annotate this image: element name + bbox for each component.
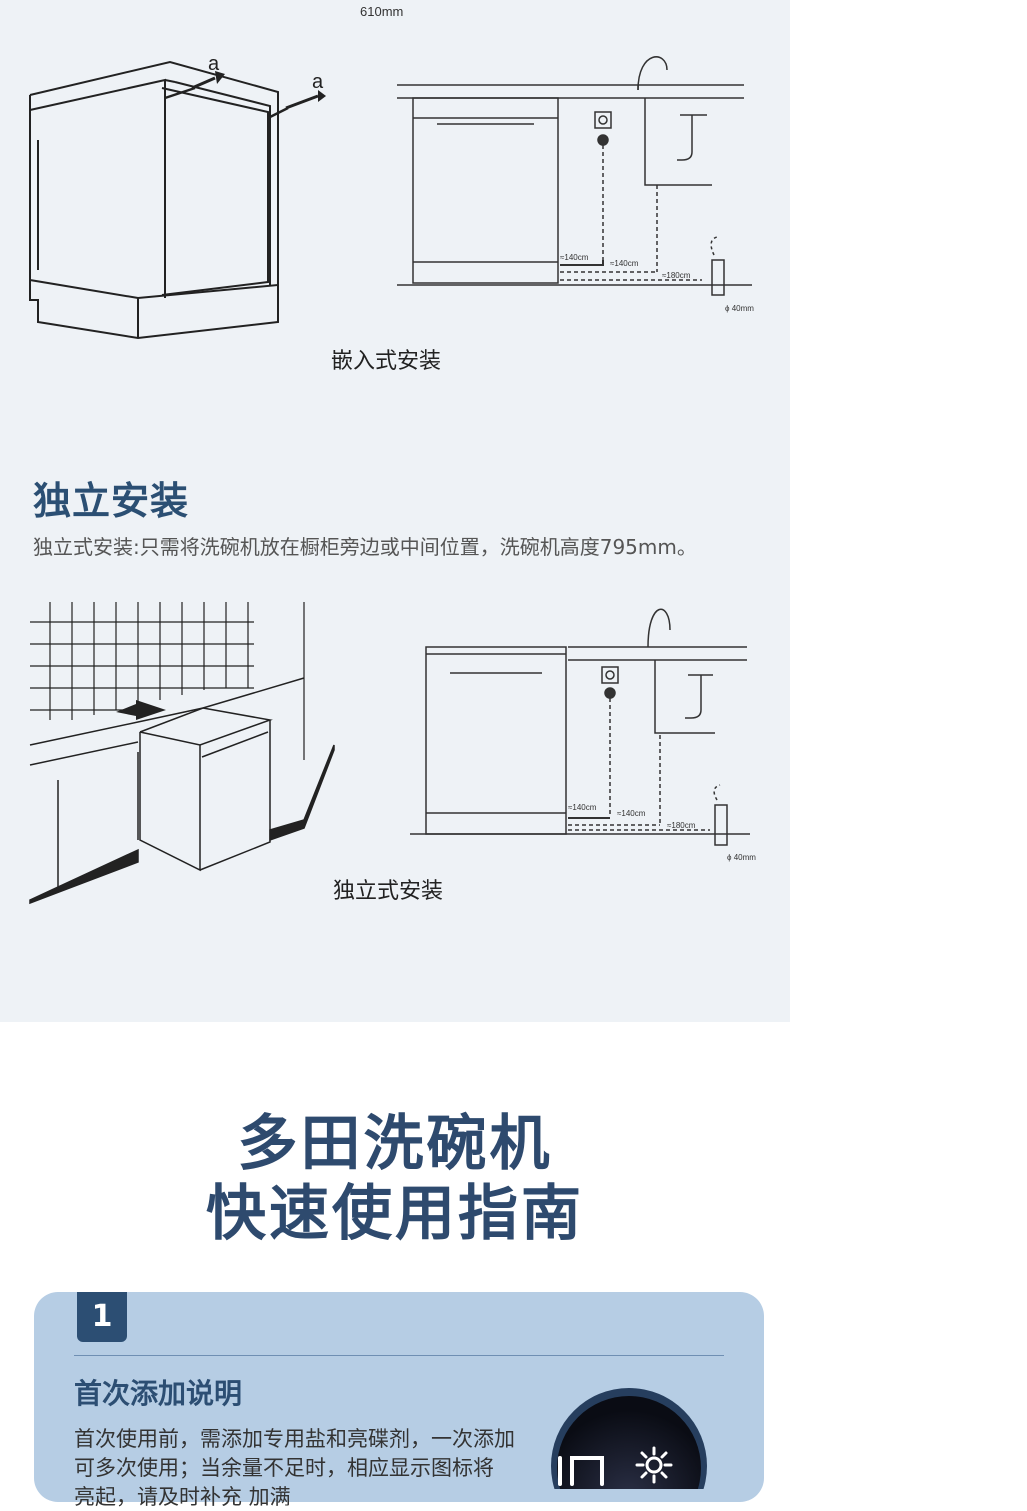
step-text-line2: 可多次使用；当余量不足时，相应显示图标将 xyxy=(74,1456,494,1480)
fs-dim-label-3: ≈180cm xyxy=(667,821,696,830)
dim-label-1: ≈140cm xyxy=(560,253,589,262)
guide-title-line2: 快速使用指南 xyxy=(206,1179,584,1249)
dim-label-2: ≈140cm xyxy=(610,259,639,268)
fs-pipe-diameter-label: ϕ 40mm xyxy=(727,853,756,862)
freestanding-description: 独立式安装:只需将洗碗机放在橱柜旁边或中间位置，洗碗机高度795mm。 xyxy=(33,535,697,559)
embedded-caption: 嵌入式安装 xyxy=(331,349,442,374)
freestanding-caption: 独立式安装 xyxy=(333,879,444,904)
rinse-aid-sun-icon xyxy=(635,1446,673,1484)
digit-display-icon xyxy=(558,1456,604,1486)
arrow-label-a-2: a xyxy=(312,71,324,93)
display-panel-photo xyxy=(551,1388,707,1489)
freestanding-title: 独立安装 xyxy=(33,479,190,523)
freestanding-kitchen-illustration xyxy=(29,602,335,905)
step-text-line1: 首次使用前，需添加专用盐和亮碟剂，一次添加 xyxy=(74,1427,515,1451)
installation-section xyxy=(0,0,790,1022)
step-title: 首次添加说明 xyxy=(74,1377,243,1410)
arrow-label-a: a xyxy=(208,53,220,75)
embedded-plumbing-diagram: ≈140cm ≈140cm ≈180cm ϕ 40mm xyxy=(397,56,754,313)
dim-label-3: ≈180cm xyxy=(662,271,691,280)
pipe-diameter-label: ϕ 40mm xyxy=(725,304,754,313)
top-dimension-label: 610mm xyxy=(360,4,404,19)
fs-dim-label-2: ≈140cm xyxy=(617,809,646,818)
step-text-line3: 亮起，请及时补充 加满 xyxy=(74,1485,291,1509)
fs-dim-label-1: ≈140cm xyxy=(568,803,597,812)
card-divider xyxy=(74,1355,724,1356)
freestanding-plumbing-diagram: ≈140cm ≈140cm ≈180cm ϕ 40mm xyxy=(410,608,756,862)
embedded-cabinet-illustration: a a xyxy=(29,53,326,340)
step-number-badge: 1 xyxy=(77,1292,127,1342)
guide-title-line1: 多田洗碗机 xyxy=(237,1109,553,1179)
